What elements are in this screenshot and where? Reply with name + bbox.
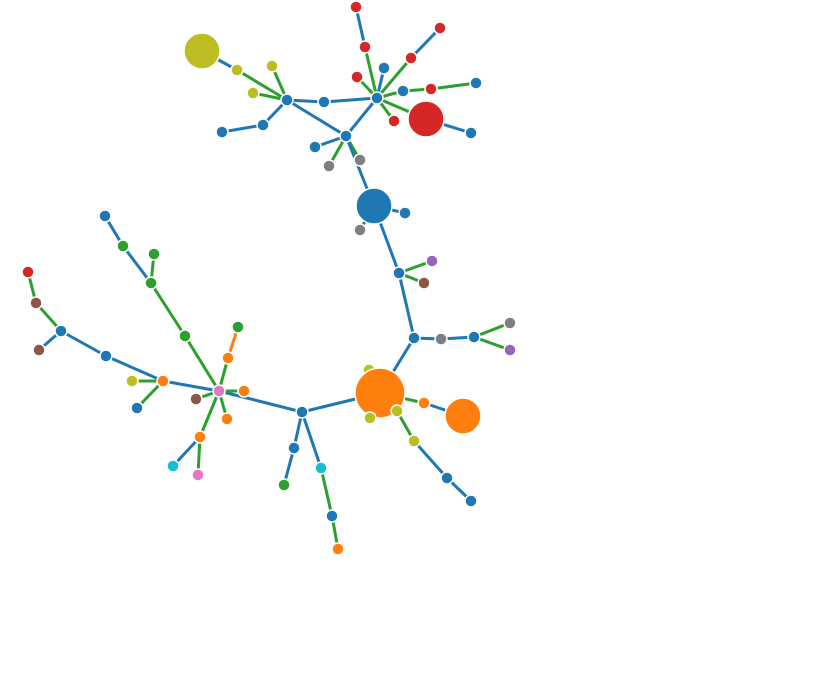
graph-node[interactable] <box>265 59 279 73</box>
graph-node[interactable] <box>503 316 517 330</box>
graph-node[interactable] <box>317 95 331 109</box>
graph-node[interactable] <box>325 509 339 523</box>
graph-edge <box>300 410 323 470</box>
graph-node[interactable] <box>424 82 438 96</box>
graph-node[interactable] <box>147 247 161 261</box>
graph-node[interactable] <box>396 84 410 98</box>
graph-node[interactable] <box>21 265 35 279</box>
graph-node[interactable] <box>99 349 113 363</box>
graph-node[interactable] <box>417 396 431 410</box>
graph-edge <box>149 281 187 338</box>
graph-edge <box>409 26 442 60</box>
graph-edge <box>183 334 221 393</box>
graph-node[interactable] <box>32 343 46 357</box>
graph-node[interactable] <box>355 187 393 225</box>
graph-edge <box>354 5 367 49</box>
graph-node[interactable] <box>404 51 418 65</box>
graph-edge <box>363 45 379 100</box>
graph-node[interactable] <box>398 206 412 220</box>
graph-edge <box>235 68 289 102</box>
graph-node[interactable] <box>434 332 448 346</box>
graph-edge <box>397 271 416 340</box>
graph-edge <box>285 98 348 138</box>
graph-node[interactable] <box>390 404 404 418</box>
graph-node[interactable] <box>503 343 517 357</box>
graph-edge <box>220 123 265 134</box>
graph-node[interactable] <box>116 239 130 253</box>
nodes-layer <box>21 0 517 556</box>
graph-node[interactable] <box>246 86 260 100</box>
graph-node[interactable] <box>183 32 221 70</box>
graph-node[interactable] <box>425 254 439 268</box>
graph-node[interactable] <box>54 324 68 338</box>
graph-edge <box>121 244 153 285</box>
graph-node[interactable] <box>295 405 309 419</box>
graph-node[interactable] <box>237 384 251 398</box>
graph-node[interactable] <box>370 91 384 105</box>
graph-node[interactable] <box>221 351 235 365</box>
graph-edge <box>322 96 379 104</box>
graph-node[interactable] <box>440 471 454 485</box>
graph-node[interactable] <box>464 494 478 508</box>
graph-edge <box>104 354 165 383</box>
graph-node[interactable] <box>178 329 192 343</box>
graph-edge <box>198 389 221 439</box>
graph-node[interactable] <box>407 331 421 345</box>
graph-node[interactable] <box>407 100 445 138</box>
graph-node[interactable] <box>314 461 328 475</box>
graph-node[interactable] <box>191 468 205 482</box>
graph-node[interactable] <box>144 276 158 290</box>
graph-node[interactable] <box>363 411 377 425</box>
graph-edge <box>319 466 334 518</box>
graph-node[interactable] <box>444 397 482 435</box>
graph-node[interactable] <box>322 159 336 173</box>
graph-node[interactable] <box>392 266 406 280</box>
graph-edge <box>217 389 304 414</box>
graph-node[interactable] <box>433 21 447 35</box>
graph-node[interactable] <box>220 412 234 426</box>
graph-node[interactable] <box>464 126 478 140</box>
graph-edge <box>161 379 221 393</box>
graph-node[interactable] <box>280 93 294 107</box>
graph-node[interactable] <box>377 61 391 75</box>
graph-node[interactable] <box>189 392 203 406</box>
graph-node[interactable] <box>349 0 363 14</box>
graph-node[interactable] <box>339 129 353 143</box>
graph-node[interactable] <box>215 125 229 139</box>
graph-node[interactable] <box>353 153 367 167</box>
graph-node[interactable] <box>193 430 207 444</box>
graph-node[interactable] <box>256 118 270 132</box>
graph-node[interactable] <box>29 296 43 310</box>
graph-node[interactable] <box>331 542 345 556</box>
graph-node[interactable] <box>156 374 170 388</box>
graph-node[interactable] <box>130 401 144 415</box>
graph-node[interactable] <box>212 384 226 398</box>
graph-edge <box>344 96 379 138</box>
graph-node[interactable] <box>98 209 112 223</box>
graph-node[interactable] <box>354 367 406 419</box>
graph-node[interactable] <box>230 63 244 77</box>
graph-node[interactable] <box>231 320 245 334</box>
graph-node[interactable] <box>350 70 364 84</box>
graph-node[interactable] <box>353 223 367 237</box>
graph-node[interactable] <box>469 76 483 90</box>
graph-node[interactable] <box>387 114 401 128</box>
graph-node[interactable] <box>308 140 322 154</box>
graph-edge <box>429 81 478 91</box>
graph-node[interactable] <box>277 478 291 492</box>
graph-node[interactable] <box>125 374 139 388</box>
graph-node[interactable] <box>417 276 431 290</box>
graph-edge <box>412 439 449 480</box>
graph-node[interactable] <box>358 40 372 54</box>
graph-node[interactable] <box>287 441 301 455</box>
graph-node[interactable] <box>407 434 421 448</box>
graph-node[interactable] <box>467 330 481 344</box>
graph-edge <box>59 329 108 358</box>
graph-edge <box>375 56 413 100</box>
graph-node[interactable] <box>166 459 180 473</box>
